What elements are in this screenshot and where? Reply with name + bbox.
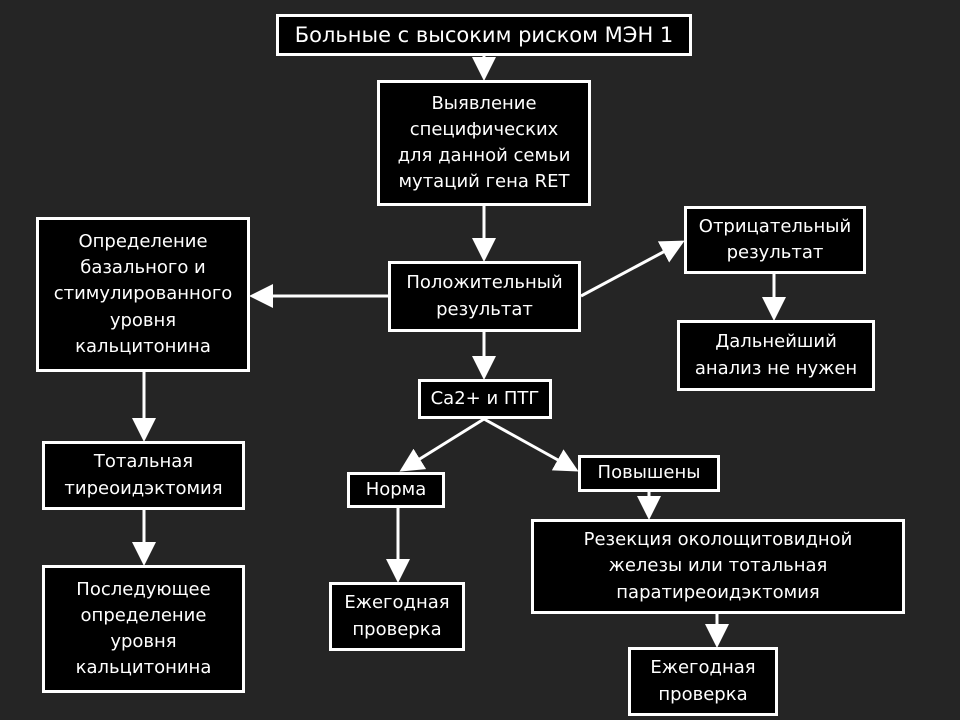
node-normal: Норма [347, 472, 445, 508]
node-followup-calcitonin: Последующее определение уровня кальцитон… [42, 565, 245, 693]
node-elevated: Повышены [578, 455, 720, 492]
node-calcitonin-level: Определение базального и стимулированног… [36, 217, 250, 372]
arrow-positive-to-negative [580, 240, 685, 298]
node-annual-check-1: Ежегодная проверка [329, 582, 465, 651]
node-annual-check-2: Ежегодная проверка [628, 647, 778, 716]
node-no-further-analysis: Дальнейший анализ не нужен [677, 320, 875, 391]
node-positive-result: Положительный результат [388, 261, 581, 332]
arrow-ca-pth-to-normal [399, 417, 485, 472]
node-ca-pth: Ca2+ и ПТГ [418, 379, 552, 419]
node-total-thyroidectomy: Тотальная тиреоидэктомия [42, 441, 245, 510]
node-ret-mutation-detection: Выявление специфических для данной семьи… [377, 80, 591, 206]
node-parathyroid-resection: Резекция околощитовидной железы или тота… [531, 519, 905, 614]
node-negative-result: Отрицательный результат [684, 206, 866, 274]
node-high-risk-patients: Больные с высоким риском МЭН 1 [276, 14, 692, 56]
arrow-ca-pth-to-elevated [483, 417, 579, 472]
